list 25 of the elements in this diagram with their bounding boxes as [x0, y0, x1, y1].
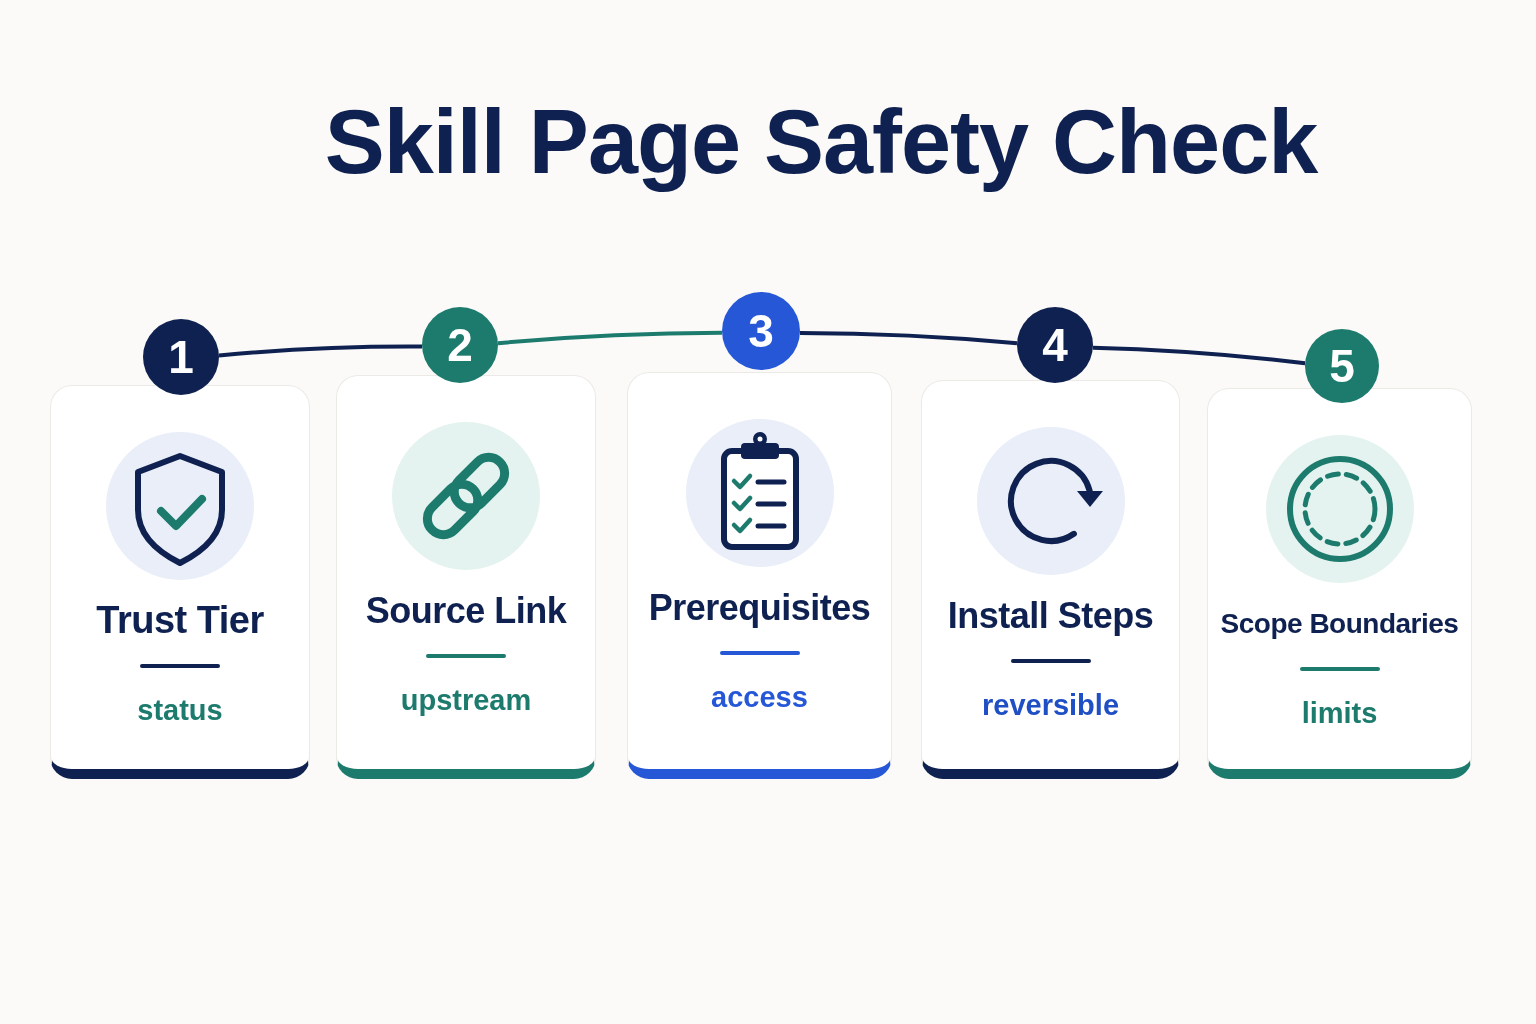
card-title: Trust Tier — [96, 598, 264, 644]
card-subtitle: limits — [1301, 695, 1378, 731]
number-circle: 5 — [1305, 329, 1379, 403]
step-card — [627, 372, 892, 779]
diagram-title: Skill Page Safety Check — [324, 92, 1318, 192]
card-title: Source Link — [365, 589, 567, 633]
step-card — [50, 385, 310, 779]
number-circle: 2 — [422, 307, 498, 383]
number-circle: 3 — [722, 292, 800, 370]
step-card — [336, 375, 596, 779]
connector-line — [1092, 345, 1306, 366]
number-circle: 4 — [1017, 307, 1093, 383]
connector-line — [497, 330, 722, 346]
connector-line — [218, 344, 422, 358]
number-circle: 1 — [143, 319, 219, 395]
card-subtitle: upstream — [400, 683, 532, 718]
card-subtitle: access — [711, 680, 808, 715]
card-subtitle: reversible — [981, 688, 1119, 723]
connector-line — [800, 330, 1018, 346]
card-subtitle: status — [137, 692, 223, 728]
step-card — [1207, 388, 1472, 779]
card-title: Install Steps — [947, 594, 1154, 638]
step-card — [921, 380, 1180, 779]
card-title: Scope Boundaries — [1220, 607, 1459, 641]
card-title: Prerequisites — [648, 586, 871, 630]
